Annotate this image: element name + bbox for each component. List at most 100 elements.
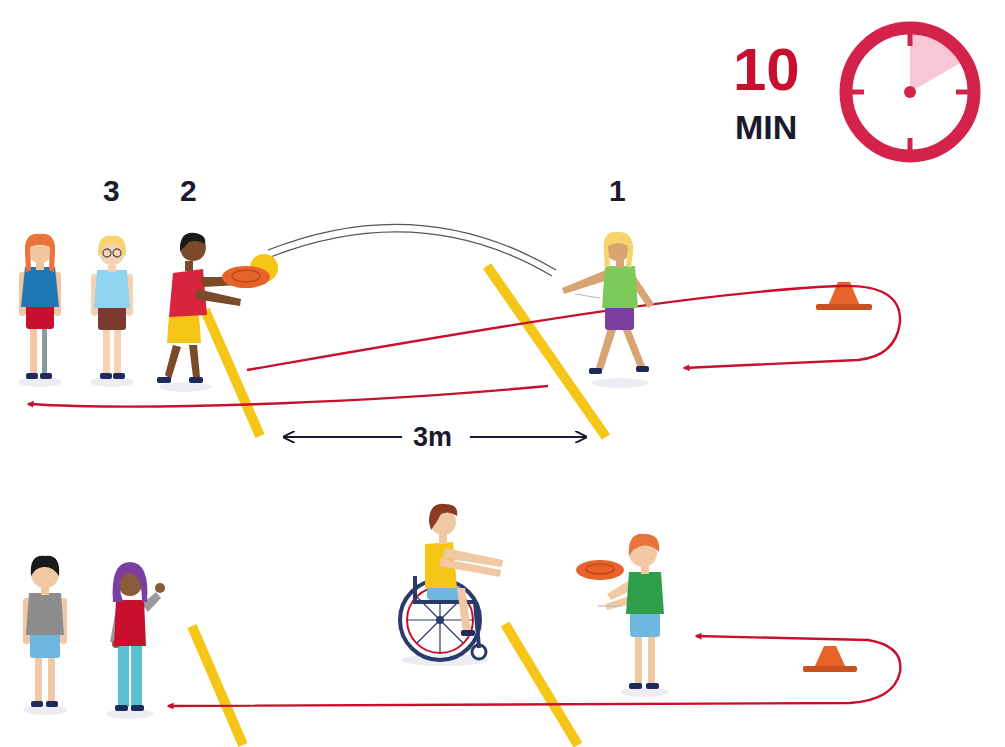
player-figure [630,610,660,637]
player-figure [602,266,638,308]
player-figure [25,234,55,272]
yellow-line [205,310,260,436]
yellow-line [487,266,606,437]
player-figure [562,270,608,294]
player-figure [641,566,649,574]
player-figure [106,562,165,719]
player-figure [90,377,134,387]
player-figure [400,580,480,660]
player-figure [18,234,62,387]
player-figure [35,656,42,703]
player-figure [41,587,49,595]
player-figure [155,583,165,593]
player-figure [26,373,38,379]
player-figure [113,249,121,257]
player-figure [94,270,130,308]
player-figure [114,600,146,646]
player-figure [648,635,655,685]
frisbee [222,254,278,288]
player-figure [118,644,129,707]
player-figure [131,644,142,707]
player-figure [131,705,144,711]
player-figure [98,236,126,256]
player-figure [42,325,47,375]
frisbee [598,605,622,606]
dimension-arrow [284,436,402,438]
throw-trail [268,224,556,276]
player-figure [596,328,616,370]
player-figure [189,345,200,377]
callout-number: 3 [103,176,120,206]
player-figure [457,588,471,632]
throw-trail [268,224,556,270]
player-figure [436,616,444,624]
player-figure [48,656,55,703]
timer-clock [908,34,913,46]
frisbee [575,294,600,298]
player-figure [185,261,193,271]
player-figure [40,373,52,379]
dimension-label: 3m [413,424,452,451]
player-figure [621,687,669,697]
player-figure [23,705,67,715]
player-figure [30,632,60,658]
player-figure [113,373,125,379]
cone [803,282,872,672]
yellow-line [192,626,243,745]
player-figure [427,586,461,600]
player-figure [195,289,241,306]
timer-unit: MIN [735,110,797,144]
player-figure [157,233,241,392]
timer-clock [852,90,864,95]
player-figure [180,233,205,251]
callout-number: 2 [180,176,197,206]
movement-arrow [168,636,900,706]
player-figure [400,504,503,666]
player-figure [605,306,634,330]
player-figure [114,328,121,375]
player-figure [157,377,171,383]
callout-number: 1 [609,176,626,206]
player-figure [100,373,112,379]
player-figure [461,630,475,636]
player-figure [636,366,649,372]
cone [816,304,872,310]
frisbee [575,294,624,606]
cone [803,666,857,672]
player-figure [165,345,181,379]
player-figure [604,232,633,268]
player-figure [167,315,201,343]
movement-arrow [247,286,900,370]
timer-clock [956,90,968,95]
player-figure [18,377,62,387]
player-figure [103,328,110,375]
dimension-arrow [470,436,586,438]
player-figure [31,701,43,707]
player-figure [98,306,126,330]
player-figure [635,635,642,685]
player-figure [616,260,624,268]
player-figure [605,534,669,697]
player-figure [439,534,447,544]
player-figure [26,304,54,329]
frisbee [576,560,624,580]
player-figure [36,262,44,270]
player-figure [562,232,654,388]
frisbee [586,564,614,574]
player-figure [31,556,59,576]
player-figure [429,504,457,530]
timer-clock [846,28,974,156]
player-figure [46,701,58,707]
throw-trail [268,232,552,276]
yellow-line [192,266,606,745]
player-figure [439,558,501,577]
player-figure [106,709,154,719]
player-figure [622,328,645,368]
player-figure [626,572,664,614]
player-figure [592,378,648,388]
movement-arrow [28,386,548,407]
player-figure [113,562,148,602]
player-figure [103,249,111,257]
